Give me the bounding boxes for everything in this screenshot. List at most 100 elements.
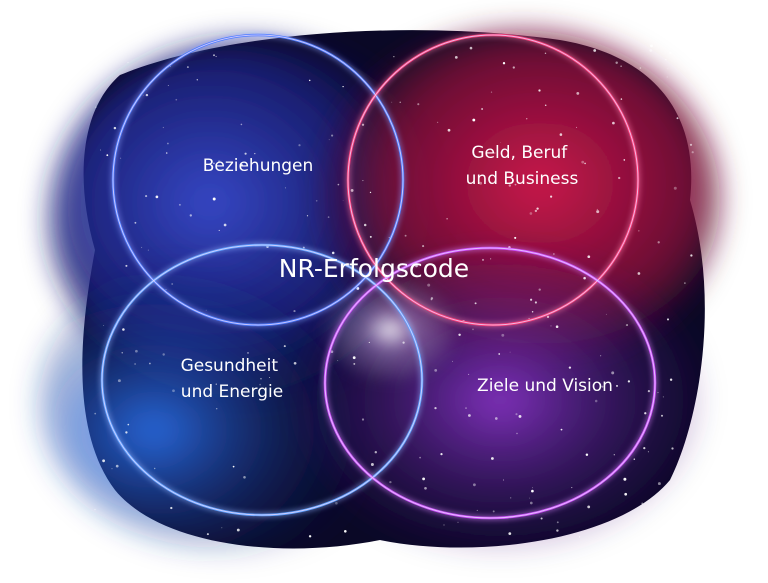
star	[254, 152, 256, 155]
star	[494, 152, 496, 154]
star	[362, 180, 364, 182]
star	[600, 355, 602, 357]
star	[555, 325, 559, 328]
star	[145, 195, 148, 198]
star	[127, 62, 129, 64]
star	[647, 389, 651, 393]
star	[482, 258, 484, 261]
star	[560, 428, 563, 431]
star	[615, 61, 618, 64]
star	[469, 46, 473, 50]
star	[298, 144, 301, 147]
star	[374, 451, 377, 454]
star	[419, 456, 421, 459]
star	[269, 377, 271, 378]
star	[121, 352, 123, 354]
star	[657, 241, 660, 244]
star	[103, 325, 105, 326]
star	[556, 529, 559, 532]
star	[283, 345, 286, 348]
star	[215, 407, 218, 410]
star	[206, 533, 209, 536]
star	[528, 497, 530, 499]
star	[243, 476, 246, 479]
star	[399, 101, 401, 103]
star	[518, 414, 522, 418]
star	[623, 159, 626, 161]
star	[667, 68, 669, 70]
label-geld-beruf-business: Geld, Beruf und Business	[466, 143, 579, 189]
star	[649, 49, 653, 52]
star	[223, 223, 227, 227]
star	[494, 417, 498, 420]
star	[637, 229, 640, 232]
star	[546, 315, 550, 319]
star	[639, 67, 642, 69]
star	[544, 104, 547, 107]
star	[335, 501, 338, 505]
star	[490, 258, 492, 260]
star	[221, 527, 223, 529]
label-ziele-vision: Ziele und Vision	[477, 376, 613, 396]
star	[213, 54, 215, 57]
star	[213, 162, 215, 165]
star	[596, 210, 600, 214]
star	[308, 535, 312, 538]
star	[328, 139, 330, 141]
star	[691, 151, 694, 154]
star	[529, 501, 533, 505]
star	[690, 254, 693, 257]
label-gesundheit-energie: Gesundheit und Energie	[181, 356, 284, 402]
star	[468, 373, 470, 375]
star	[369, 191, 372, 194]
star	[106, 154, 109, 157]
star	[134, 221, 137, 224]
star	[556, 521, 559, 524]
star	[472, 118, 476, 122]
star	[350, 188, 354, 192]
star	[94, 508, 96, 511]
star	[650, 44, 653, 48]
star	[465, 407, 467, 409]
star	[559, 133, 563, 136]
star	[620, 65, 622, 67]
star	[342, 200, 344, 201]
star	[302, 246, 305, 249]
star	[247, 352, 249, 354]
star	[633, 458, 636, 460]
star	[620, 98, 623, 100]
star	[553, 253, 555, 255]
star	[501, 333, 505, 337]
star	[162, 126, 165, 129]
star	[434, 369, 438, 372]
star	[391, 101, 393, 103]
star	[205, 309, 207, 311]
star	[684, 282, 686, 284]
star	[240, 123, 243, 126]
star	[337, 183, 340, 186]
star	[534, 209, 538, 213]
star	[550, 325, 552, 327]
star	[315, 199, 318, 202]
star	[643, 447, 646, 450]
star	[353, 362, 356, 365]
star	[532, 487, 534, 489]
star	[526, 118, 528, 120]
star	[544, 52, 547, 55]
star	[417, 103, 420, 106]
star	[594, 399, 598, 403]
star	[218, 229, 220, 231]
star	[534, 301, 537, 304]
star	[502, 479, 505, 481]
star	[115, 464, 119, 468]
star	[531, 489, 534, 493]
star	[361, 418, 365, 421]
star	[468, 414, 471, 417]
star	[172, 389, 175, 393]
star	[344, 530, 347, 533]
star	[167, 142, 169, 145]
star	[139, 39, 142, 42]
star	[611, 371, 615, 375]
star	[94, 106, 97, 109]
